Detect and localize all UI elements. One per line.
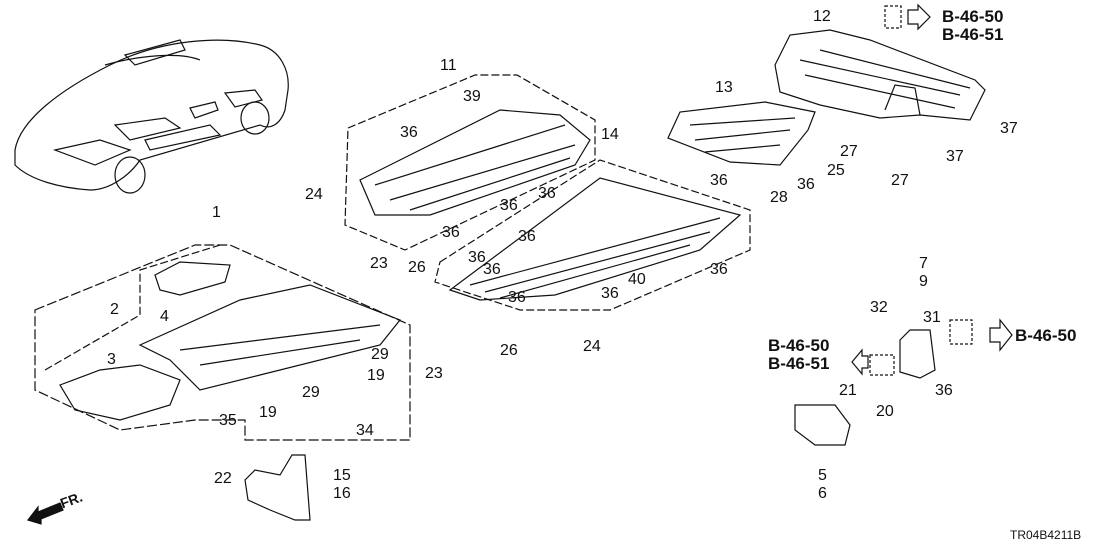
callout-27-b: 27 — [891, 172, 909, 189]
callout-27-a: 27 — [840, 143, 858, 160]
callout-23-b: 23 — [425, 365, 443, 382]
callout-19-a: 19 — [367, 367, 385, 384]
callout-40: 40 — [628, 271, 646, 288]
car-overview-illustration — [14, 39, 289, 194]
callout-37-b: 37 — [946, 148, 964, 165]
callout-6: 6 — [818, 485, 827, 502]
callout-24-b: 24 — [583, 338, 601, 355]
callout-4: 4 — [160, 308, 169, 325]
callout-36-d: 36 — [442, 224, 460, 241]
callout-11: 11 — [440, 57, 457, 74]
callout-32: 32 — [870, 299, 888, 316]
callout-36-i: 36 — [601, 285, 619, 302]
callout-36-b: 36 — [500, 197, 518, 214]
part-1-floor-undercover-assembly — [34, 244, 411, 441]
callout-24-a: 24 — [305, 186, 323, 203]
callout-31: 31 — [923, 309, 941, 326]
part-5-6-bracket — [794, 404, 851, 446]
callout-36-c: 36 — [538, 185, 556, 202]
callout-2: 2 — [110, 301, 119, 318]
part-13-center-undercover — [667, 101, 816, 166]
callout-23-a: 23 — [370, 255, 388, 272]
callout-22: 22 — [214, 470, 232, 487]
callout-14: 14 — [601, 126, 619, 143]
part-12-rear-undercover — [774, 3, 986, 121]
callout-3: 3 — [107, 351, 116, 368]
callout-13: 13 — [715, 79, 733, 96]
callout-7: 7 — [919, 255, 928, 272]
reference-top-right-1[interactable]: B-46-50 — [942, 7, 1004, 26]
callout-36-f: 36 — [468, 249, 486, 266]
callout-34: 34 — [356, 422, 374, 439]
callout-36-j: 36 — [797, 176, 815, 193]
callout-36-m: 36 — [483, 261, 501, 278]
reference-right-mid[interactable]: B-46-50 — [1015, 326, 1077, 345]
callout-36-a: 36 — [400, 124, 418, 141]
callout-36-g: 36 — [710, 172, 728, 189]
reference-top-right-2[interactable]: B-46-51 — [942, 25, 1004, 44]
callout-1: 1 — [212, 204, 221, 221]
reference-left-mid-2[interactable]: B-46-51 — [768, 354, 830, 373]
callout-16: 16 — [333, 485, 351, 502]
callout-29-a: 29 — [371, 346, 389, 363]
part-14-undercover-assembly — [434, 159, 751, 311]
part-7-9-bracket — [851, 318, 1013, 379]
callout-5: 5 — [818, 467, 827, 484]
callout-15: 15 — [333, 467, 351, 484]
callout-39: 39 — [463, 88, 481, 105]
callout-25: 25 — [827, 162, 845, 179]
callout-35: 35 — [219, 412, 237, 429]
callout-37-a: 37 — [1000, 120, 1018, 137]
callout-36-e: 36 — [518, 228, 536, 245]
callout-12: 12 — [813, 8, 831, 25]
callout-36-k: 36 — [935, 382, 953, 399]
callout-20: 20 — [876, 403, 894, 420]
callout-26-a: 26 — [408, 259, 426, 276]
reference-left-mid-1[interactable]: B-46-50 — [768, 336, 830, 355]
callout-26-b: 26 — [500, 342, 518, 359]
part-11-front-undercover — [344, 74, 596, 251]
callout-36-h: 36 — [710, 261, 728, 278]
callout-9: 9 — [919, 273, 928, 290]
part-15-16-mudguard — [244, 454, 311, 521]
front-arrow-icon — [26, 502, 64, 525]
callout-21: 21 — [839, 382, 857, 399]
callout-29-b: 29 — [302, 384, 320, 401]
callout-19-b: 19 — [259, 404, 277, 421]
callout-36-l: 36 — [508, 289, 526, 306]
callout-28: 28 — [770, 189, 788, 206]
diagram-id: TR04B4211B — [1010, 528, 1082, 542]
